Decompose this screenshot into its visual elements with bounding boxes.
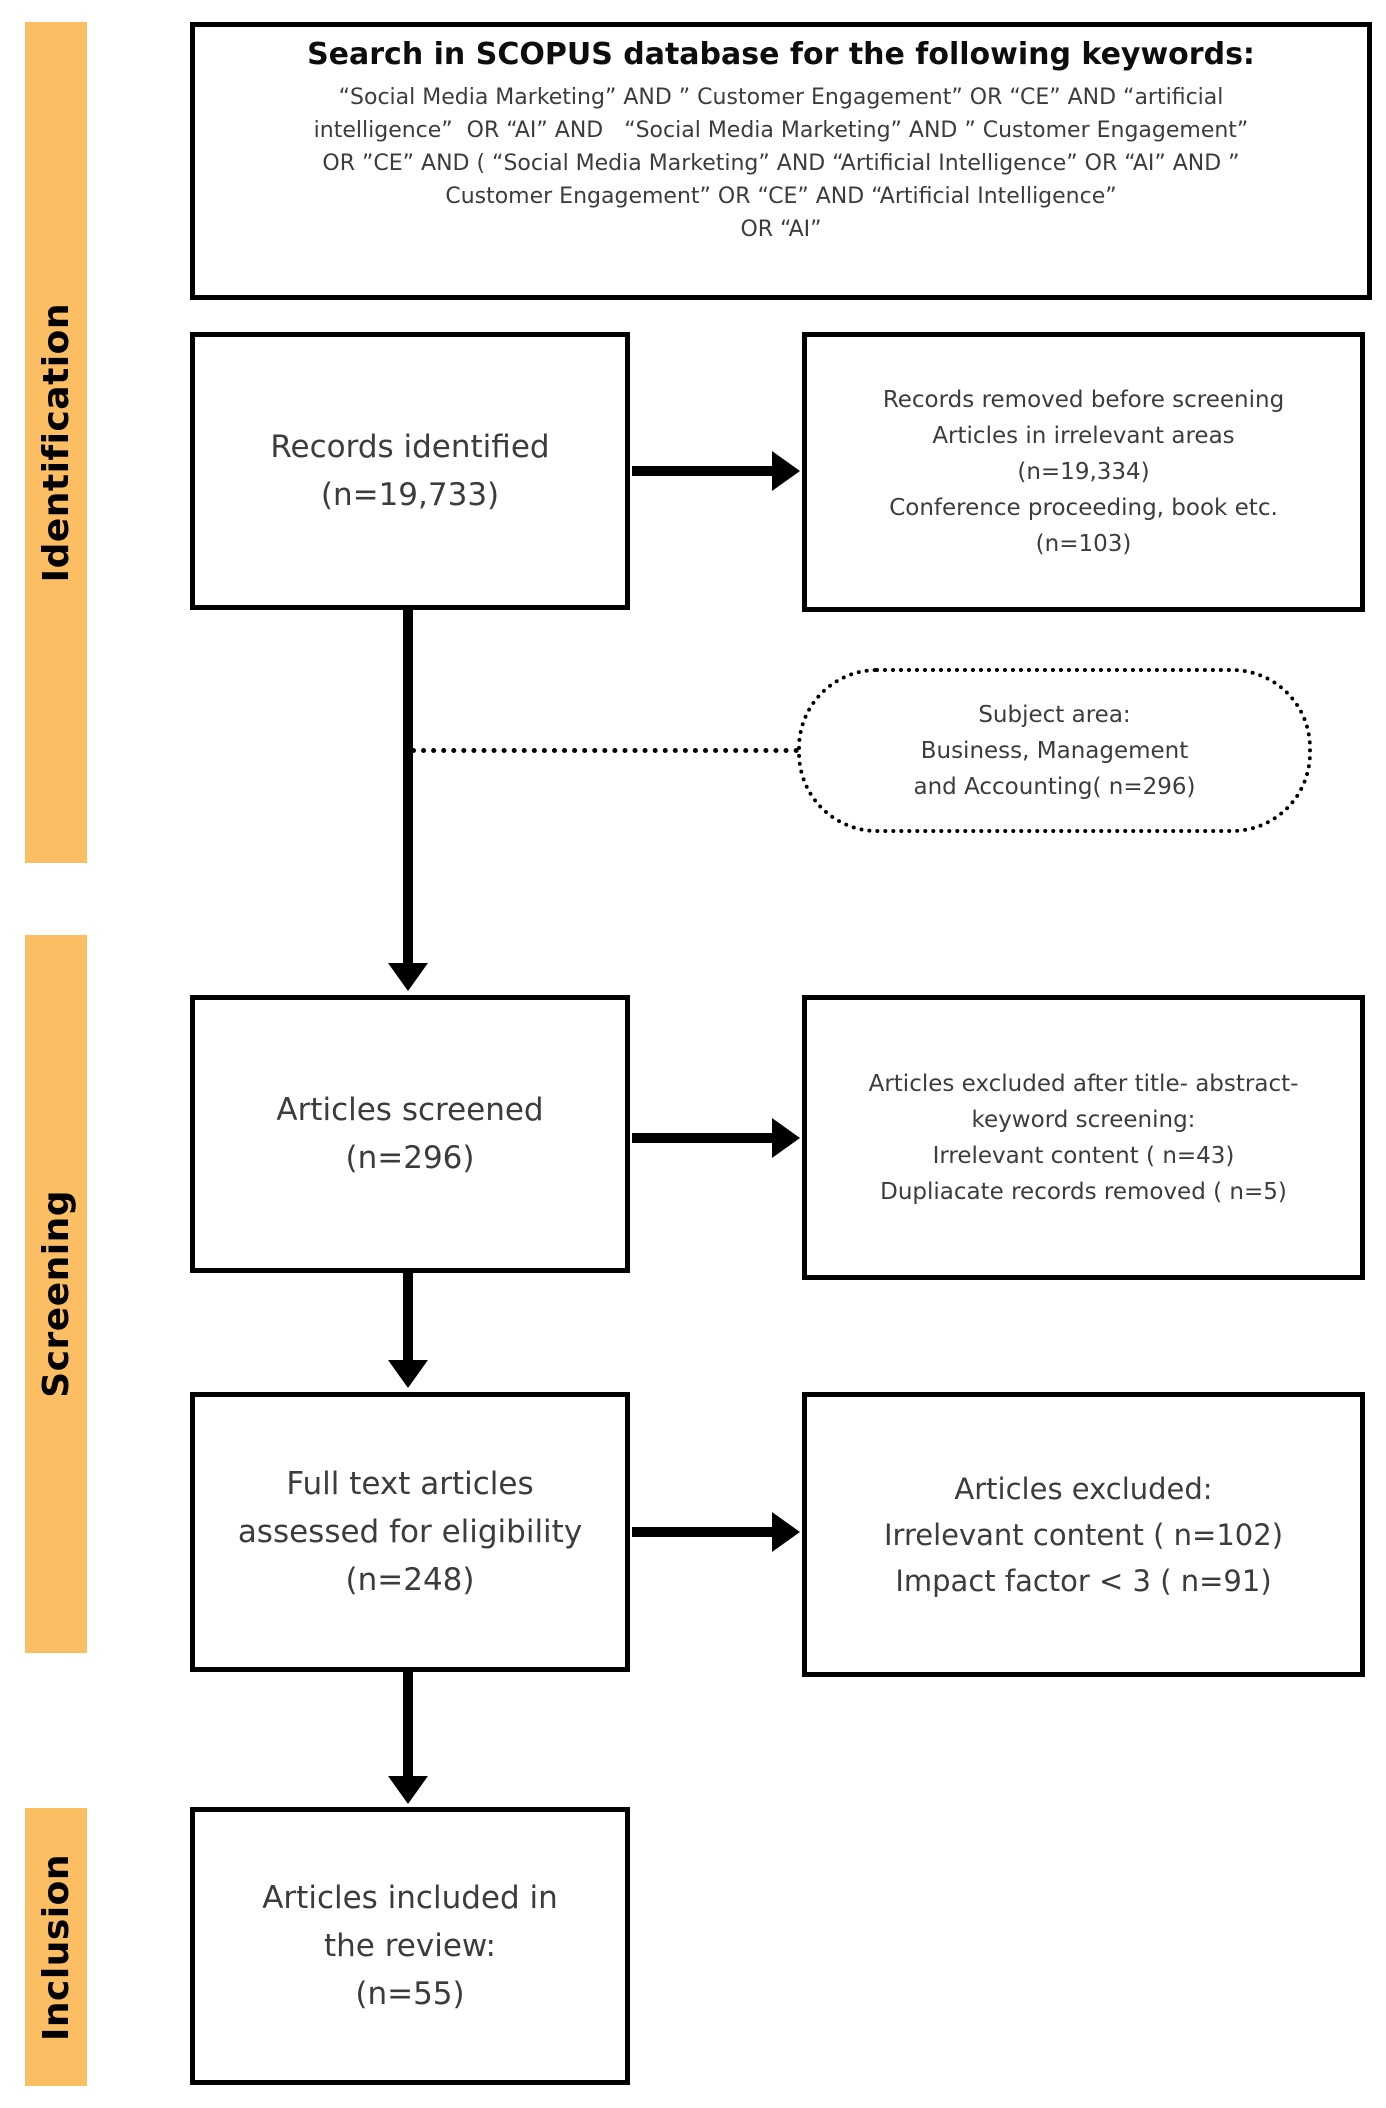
records-identified-count: (n=19,733): [320, 477, 500, 513]
articles-included-line: the review:: [324, 1928, 496, 1964]
arrow-shaft: [632, 1133, 774, 1143]
arrow-shaft: [632, 1527, 774, 1537]
records-removed-count: (n=103): [1035, 531, 1132, 557]
subject-area-line: Subject area:: [978, 701, 1131, 728]
search-keywords-line: Customer Engagement” OR “CE” AND “Artifi…: [445, 184, 1117, 209]
arrow-head-down-icon: [388, 1776, 428, 1804]
articles-included-box: Articles included in the review: (n=55): [190, 1807, 630, 2085]
records-removed-line: Conference proceeding, book etc.: [889, 495, 1278, 521]
arrow-shaft: [403, 1271, 413, 1361]
search-keywords-line: “Social Media Marketing” AND ” Customer …: [338, 85, 1224, 110]
stage-bar-screening: Screening: [25, 935, 87, 1653]
stage-bar-identification: Identification: [25, 22, 87, 863]
records-removed-box: Records removed before screening Article…: [802, 332, 1365, 612]
arrow-head-right-icon: [772, 1512, 800, 1552]
articles-screened-line: Articles screened: [276, 1092, 544, 1128]
arrow-shaft: [403, 1670, 413, 1777]
excluded-screening-line: Articles excluded after title- abstract-: [868, 1070, 1299, 1097]
articles-excluded-count: Impact factor < 3 ( n=91): [895, 1563, 1272, 1598]
arrow-head-down-icon: [388, 963, 428, 991]
subject-area-count: and Accounting( n=296): [913, 773, 1196, 800]
records-removed-line: Articles in irrelevant areas: [932, 423, 1235, 449]
records-identified-box: Records identified (n=19,733): [190, 332, 630, 610]
full-text-assessed-box: Full text articles assessed for eligibil…: [190, 1392, 630, 1672]
articles-screened-count: (n=296): [345, 1140, 475, 1176]
records-identified-line: Records identified: [270, 429, 550, 465]
excluded-screening-line: keyword screening:: [971, 1106, 1196, 1133]
full-text-count: (n=248): [345, 1562, 475, 1598]
stage-label-identification: Identification: [35, 302, 77, 583]
articles-excluded-count: Irrelevant content ( n=102): [883, 1517, 1284, 1552]
articles-excluded-line: Articles excluded:: [954, 1471, 1213, 1506]
excluded-title-abstract-box: Articles excluded after title- abstract-…: [802, 995, 1365, 1280]
arrow-head-right-icon: [772, 451, 800, 491]
search-keywords-title: Search in SCOPUS database for the follow…: [307, 37, 1255, 72]
articles-screened-box: Articles screened (n=296): [190, 995, 630, 1273]
dotted-connector-subject-area: [411, 748, 799, 753]
search-keywords-box: Search in SCOPUS database for the follow…: [190, 22, 1372, 300]
stage-label-inclusion: Inclusion: [35, 1853, 77, 2041]
subject-area-box: Subject area: Business, Management and A…: [797, 668, 1312, 833]
search-keywords-line: OR ”CE” AND ( “Social Media Marketing” A…: [322, 151, 1240, 176]
excluded-screening-count: Dupliacate records removed ( n=5): [880, 1178, 1287, 1205]
arrow-shaft: [632, 466, 774, 476]
search-keywords-line: intelligence” OR “AI” AND “Social Media …: [313, 118, 1249, 143]
full-text-line: Full text articles: [286, 1466, 534, 1502]
search-keywords-line: OR “AI”: [740, 217, 822, 242]
records-removed-count: (n=19,334): [1017, 459, 1150, 485]
arrow-shaft: [403, 610, 413, 964]
excluded-screening-count: Irrelevant content ( n=43): [932, 1142, 1235, 1169]
articles-included-line: Articles included in: [262, 1880, 558, 1916]
articles-included-count: (n=55): [355, 1976, 465, 2012]
articles-excluded-box: Articles excluded: Irrelevant content ( …: [802, 1392, 1365, 1677]
subject-area-line: Business, Management: [920, 737, 1189, 764]
stage-bar-inclusion: Inclusion: [25, 1808, 87, 2086]
full-text-line: assessed for eligibility: [237, 1514, 583, 1550]
stage-label-screening: Screening: [35, 1190, 77, 1398]
arrow-head-right-icon: [772, 1118, 800, 1158]
records-removed-line: Records removed before screening: [882, 387, 1285, 413]
arrow-head-down-icon: [388, 1360, 428, 1388]
